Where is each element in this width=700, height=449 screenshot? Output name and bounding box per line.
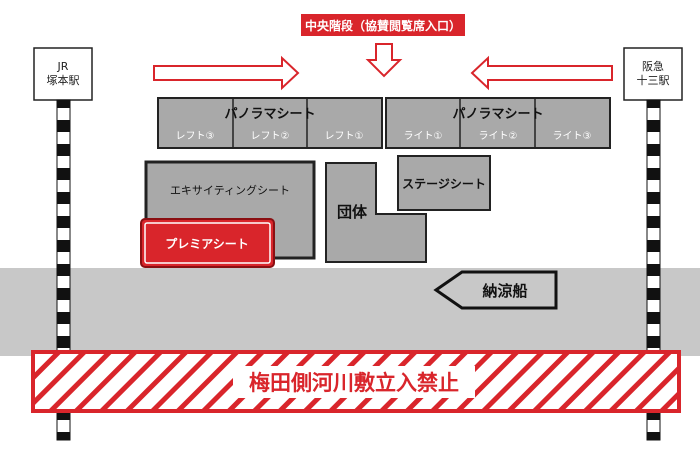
premium-seat-block xyxy=(140,218,275,268)
seat-right-3: ライト③ xyxy=(553,130,592,142)
no-entry-label-bg xyxy=(233,366,475,398)
premium-seat-label: プレミアシート xyxy=(165,236,249,251)
down-arrow-icon xyxy=(365,43,403,78)
boat-label: 納涼船 xyxy=(482,282,527,300)
panorama-left-title: パノラマシート xyxy=(224,107,315,122)
station-left-line2: 塚本駅 xyxy=(47,73,80,87)
stage-seat-block xyxy=(397,155,491,211)
station-right-line2: 十三駅 xyxy=(637,73,670,87)
station-left-box xyxy=(33,47,93,101)
seat-left-1: レフト① xyxy=(325,131,364,142)
seat-left-2: レフト② xyxy=(251,131,290,142)
premium-seat-inner-border xyxy=(144,222,271,264)
exciting-seat-label: エキサイティングシート xyxy=(170,183,290,197)
panorama-right-title: パノラマシート xyxy=(452,107,543,122)
seat-right-1: ライト① xyxy=(404,130,443,142)
panorama-left-block: パノラマシート レフト③ レフト② レフト① xyxy=(157,97,383,149)
boat-shape xyxy=(433,270,558,310)
group-area-label: 団体 xyxy=(337,203,368,221)
panorama-right-block: パノラマシート ライト① ライト② ライト③ xyxy=(385,97,611,149)
left-arrow-icon xyxy=(470,55,613,91)
right-arrow-icon xyxy=(153,55,300,91)
stage-seat-label: ステージシート xyxy=(402,177,486,191)
entrance-label-bg xyxy=(301,14,465,36)
seat-left-3: レフト③ xyxy=(176,131,215,142)
no-entry-label: 梅田側河川敷立入禁止 xyxy=(249,371,459,395)
seat-right-2: ライト② xyxy=(479,130,518,142)
station-left-line1: JR xyxy=(57,60,69,73)
entrance-label: 中央階段（協賛閲覧席入口） xyxy=(305,18,461,33)
river-band xyxy=(0,268,700,356)
station-right-line1: 阪急 xyxy=(642,59,664,73)
group-area-block xyxy=(325,162,427,263)
